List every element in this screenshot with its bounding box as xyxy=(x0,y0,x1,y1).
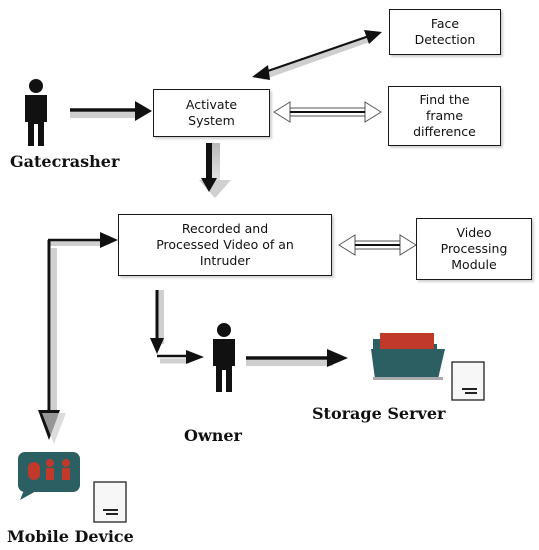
arrow-gatecrasher-to-activate xyxy=(70,101,152,121)
document-icon xyxy=(93,481,127,523)
arrow-activate-to-recorded xyxy=(199,143,231,198)
arrow-activate-frame-difference xyxy=(273,101,382,123)
owner-label: Owner xyxy=(184,426,242,445)
gatecrasher-label: Gatecrasher xyxy=(10,152,120,171)
arrow-activate-face-detection xyxy=(252,30,382,80)
person-icon xyxy=(213,323,235,392)
person-icon xyxy=(25,79,47,146)
video-processing-module-box: Video Processing Module xyxy=(416,218,532,280)
mobile-chat-icon xyxy=(18,452,80,500)
arrow-recorded-video-module xyxy=(338,234,417,256)
arrow-recorded-mobile xyxy=(38,232,118,444)
activate-system-box: Activate System xyxy=(153,89,270,137)
folder-icon xyxy=(371,333,445,380)
document-icon xyxy=(451,361,485,401)
arrow-recorded-to-owner xyxy=(150,290,204,364)
mobile-device-label: Mobile Device xyxy=(7,527,134,546)
storage-server-label: Storage Server xyxy=(312,404,446,423)
recorded-video-box: Recorded and Processed Video of an Intru… xyxy=(118,214,332,276)
find-frame-difference-box: Find the frame difference xyxy=(388,86,501,146)
arrow-owner-to-storage xyxy=(246,349,348,367)
face-detection-box: Face Detection xyxy=(389,9,501,55)
